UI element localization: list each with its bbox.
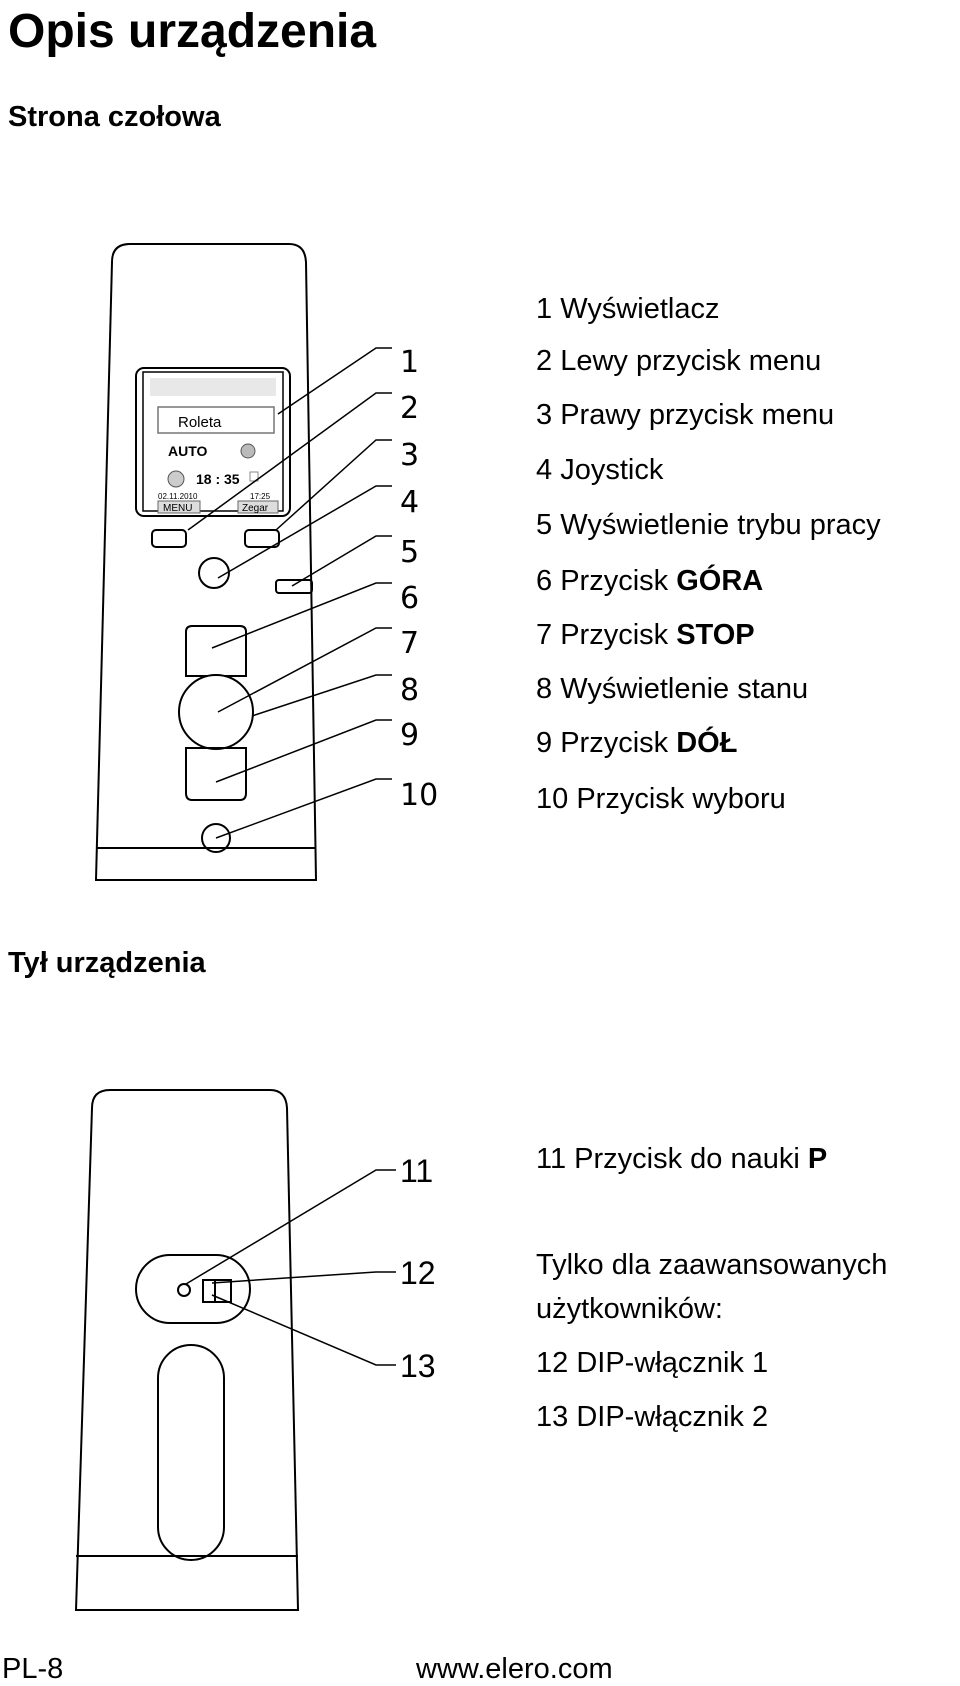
clock-icon xyxy=(167,470,185,488)
front-item-3: 3 Prawy przycisk menu xyxy=(536,399,835,431)
callout-13: 13 xyxy=(400,1348,436,1384)
footer-page-number: PL-8 xyxy=(2,1653,64,1685)
front-item-4: 4 Joystick xyxy=(536,454,664,486)
callout-8: 8 xyxy=(400,673,419,708)
up-button xyxy=(185,625,247,677)
back-callout-numbers: 11 12 13 xyxy=(400,1153,436,1384)
footer-website: www.elero.com xyxy=(416,1653,613,1685)
front-display: Roleta AUTO 18 : 35 02.11.2010 17:25 MEN… xyxy=(142,371,284,514)
callout-6: 6 xyxy=(400,581,419,616)
front-item-9: 9 Przycisk DÓŁ xyxy=(536,727,738,759)
display-status-icon xyxy=(240,443,256,459)
display-left-soft: MENU xyxy=(163,503,192,514)
display-mode: AUTO xyxy=(168,443,208,459)
front-heading: Strona czołowa xyxy=(8,101,221,133)
callout-4: 4 xyxy=(400,485,419,520)
stop-button xyxy=(178,674,254,750)
callout-7: 7 xyxy=(400,626,419,661)
callout-5: 5 xyxy=(400,535,419,570)
display-date: 02.11.2010 xyxy=(158,492,198,501)
front-controls xyxy=(151,529,313,853)
front-item-7: 7 Przycisk STOP xyxy=(536,619,755,651)
callout-3: 3 xyxy=(400,438,419,473)
back-slot xyxy=(157,1344,225,1561)
joystick xyxy=(198,557,230,589)
down-button xyxy=(185,747,247,801)
back-item-11: 11 Przycisk do nauki P xyxy=(536,1143,828,1175)
front-item-8: 8 Wyświetlenie stanu xyxy=(536,673,809,705)
front-device-body xyxy=(94,243,318,881)
back-heading: Tył urządzenia xyxy=(8,947,206,979)
display-field-box xyxy=(157,406,275,434)
back-device-body xyxy=(74,1089,300,1611)
select-button xyxy=(201,823,231,853)
callout-1: 1 xyxy=(400,345,419,380)
mode-indicator xyxy=(275,579,313,594)
callout-9: 9 xyxy=(400,718,419,753)
display-right-soft: Zegar xyxy=(242,503,269,514)
back-note-line2: użytkowników: xyxy=(536,1293,723,1325)
dip-switches xyxy=(202,1279,232,1303)
callout-11: 11 xyxy=(400,1153,433,1189)
front-item-10: 10 Przycisk wyboru xyxy=(536,783,786,815)
display-field: Roleta xyxy=(178,414,222,431)
display-small-time: 17:25 xyxy=(250,492,271,501)
page-title: Opis urządzenia xyxy=(8,5,377,58)
back-item-13: 13 DIP-włącznik 2 xyxy=(536,1401,769,1433)
front-callout-numbers: 1 2 3 4 5 6 7 8 9 10 xyxy=(400,345,438,813)
callout-2: 2 xyxy=(400,391,419,426)
front-item-2: 2 Lewy przycisk menu xyxy=(536,345,822,377)
front-leader-lines xyxy=(187,347,392,839)
callout-12: 12 xyxy=(400,1255,436,1291)
back-item-12: 12 DIP-włącznik 1 xyxy=(536,1347,769,1379)
back-dip-recess xyxy=(135,1254,251,1324)
back-note-line1: Tylko dla zaawansowanych xyxy=(536,1249,888,1281)
back-leader-lines xyxy=(185,1169,396,1366)
front-item-5: 5 Wyświetlenie trybu pracy xyxy=(536,509,881,541)
front-item-1: 1 Wyświetlacz xyxy=(536,293,720,325)
left-menu-button xyxy=(151,529,187,548)
display-time: 18 : 35 xyxy=(196,471,240,487)
learn-button xyxy=(177,1283,191,1297)
callout-10: 10 xyxy=(400,778,438,813)
front-item-6: 6 Przycisk GÓRA xyxy=(536,565,764,597)
right-menu-button xyxy=(244,529,280,548)
